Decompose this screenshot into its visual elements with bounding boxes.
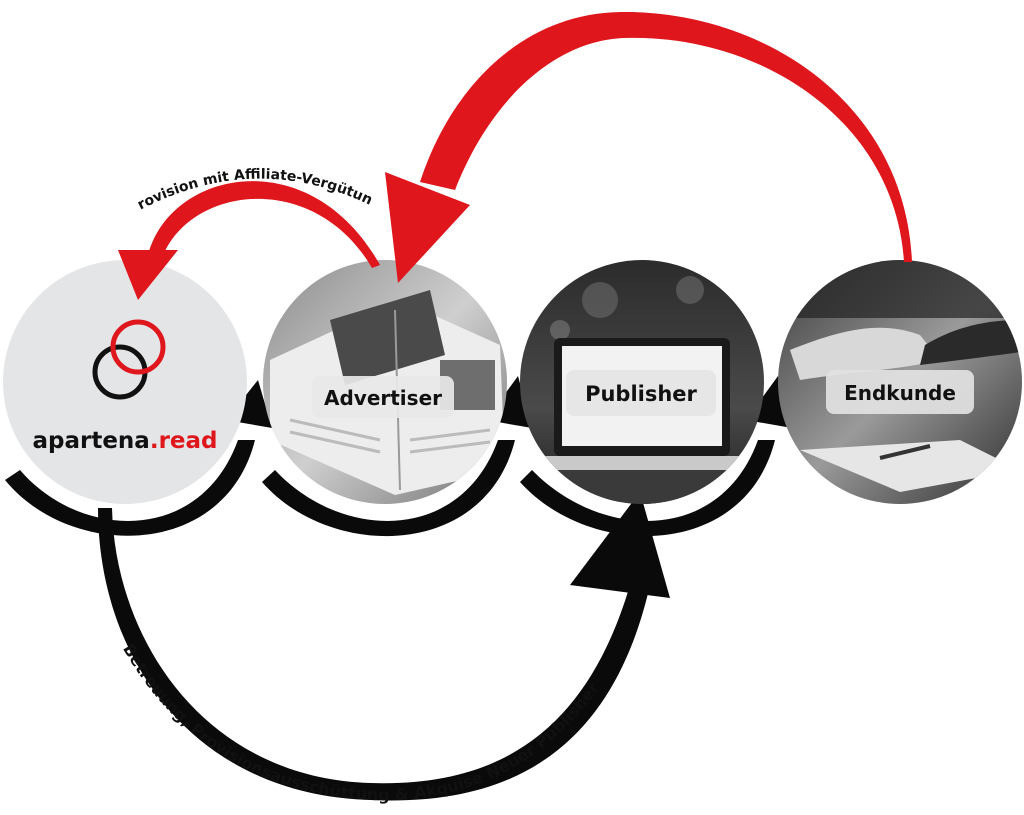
node-publisher: Publisher: [520, 260, 764, 504]
label-affiliate-commission: Provision mit Affiliate-Vergütung: [0, 0, 375, 213]
laptop-photo-icon: [520, 260, 764, 504]
node-label-advertiser: Advertiser: [324, 386, 442, 410]
node-endkunde: Endkunde: [778, 260, 1022, 504]
node-label-endkunde: Endkunde: [844, 381, 956, 405]
brand-name-suffix: .read: [150, 428, 218, 454]
red-arrow-large: [385, 11, 912, 283]
logo-rings-icon: [92, 319, 166, 400]
label-bottom-flow: Betreuung, Provisionsausschüttung & Akqu…: [119, 641, 603, 805]
bottom-black-arrow: [98, 492, 670, 801]
node-advertiser: Advertiser: [263, 260, 507, 504]
node-label-publisher: Publisher: [585, 382, 697, 406]
brand-name-prefix: apartena: [32, 428, 149, 454]
red-arrow-small: [118, 181, 380, 300]
svg-text:apartena.read: apartena.read: [32, 428, 217, 454]
node-apartena: apartena.read: [3, 260, 247, 504]
